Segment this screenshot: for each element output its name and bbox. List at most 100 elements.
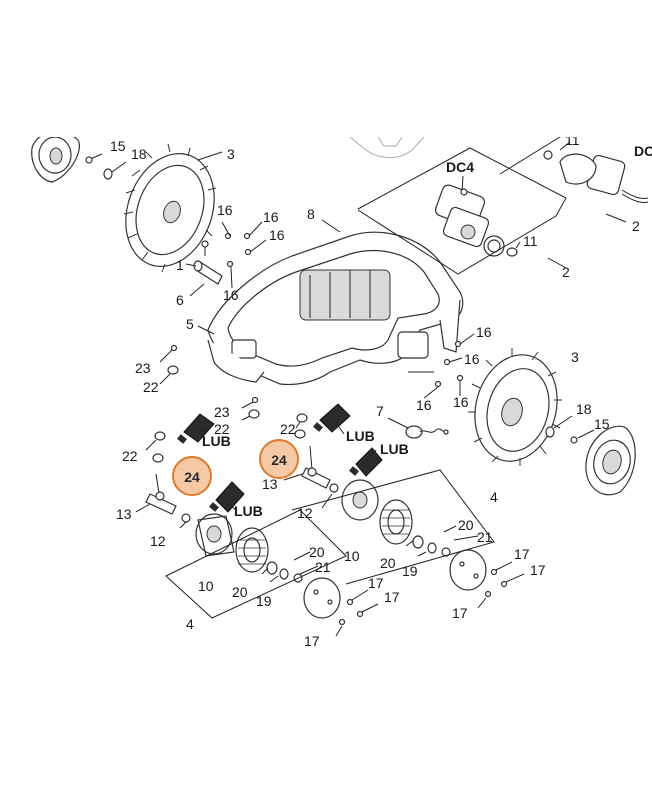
label-7: 7: [376, 403, 384, 419]
label-11: 11: [523, 233, 538, 249]
label-10: 10: [344, 548, 360, 564]
label-20: 20: [309, 544, 325, 560]
callout-24-center[interactable]: 24: [259, 439, 299, 479]
bolt-23-left: [159, 344, 178, 363]
label-22: 22: [122, 448, 138, 464]
label-16: 16: [223, 287, 239, 303]
washer-18-top: [103, 161, 127, 180]
label-15: 15: [594, 416, 610, 432]
label-15: 15: [110, 138, 126, 154]
assembly-outline-left: [165, 509, 347, 619]
bearing-set-right: [412, 535, 451, 557]
caster-housing-left: [195, 513, 235, 557]
label-20: 20: [232, 584, 248, 600]
gasket-11: [483, 235, 521, 257]
label-4: 4: [490, 489, 498, 505]
label-18: 18: [131, 146, 147, 162]
label-16: 16: [217, 202, 233, 218]
lub-tube-2: [313, 403, 351, 433]
screw-small-left: [201, 240, 209, 256]
label-13: 13: [262, 476, 278, 492]
top-margin: [0, 0, 652, 137]
caster-wheel-right: [379, 499, 413, 545]
sensor-7: [387, 417, 449, 439]
drive-wheel-right: [468, 348, 562, 466]
nut-22-mid: [241, 409, 260, 421]
label-20: 20: [458, 517, 474, 533]
bearing-set-left: [266, 561, 303, 583]
label-22: 22: [214, 421, 230, 437]
caster-cover-right: [449, 549, 487, 591]
label-5: 5: [186, 316, 194, 332]
nut-22-left: [159, 365, 179, 385]
bottom-margin: [0, 663, 652, 800]
chassis-body: [207, 231, 464, 386]
caster-wheel-left: [235, 527, 269, 573]
label-16: 16: [263, 209, 279, 225]
label-lub: LUB: [202, 433, 231, 449]
label-16: 16: [464, 351, 480, 367]
label-8: 8: [307, 206, 315, 222]
label-3: 3: [571, 349, 579, 365]
lub-tube-3: [349, 447, 383, 477]
label-12: 12: [297, 505, 313, 521]
label-18: 18: [576, 401, 592, 417]
callout-24-left-text: 24: [184, 469, 200, 485]
label-17: 17: [452, 605, 468, 621]
pivot-arm-13-center: [283, 445, 339, 509]
washer-18-right: [545, 415, 573, 438]
screws-16-group: [221, 221, 267, 289]
caster-cover-left: [303, 577, 341, 619]
drive-wheel-left: [123, 143, 217, 273]
motor-bracket: [357, 147, 567, 275]
bolt-23-mid: [241, 396, 259, 409]
label-17: 17: [530, 562, 546, 578]
screws-16-right: [423, 333, 475, 399]
label-dc: DC: [634, 143, 652, 159]
label-16: 16: [416, 397, 432, 413]
label-19: 19: [402, 563, 418, 579]
nut-22-center: [294, 413, 308, 439]
lub-tube-1: [177, 413, 215, 444]
caster-housing-right: [341, 479, 379, 521]
assembly-outline-right: [291, 469, 495, 585]
label-10: 10: [198, 578, 214, 594]
part-labels: 15 18 3 16 16 16 8 1 6 16 5 23 22 11 DC4…: [110, 132, 652, 649]
label-13: 13: [116, 506, 132, 522]
label-17: 17: [304, 633, 320, 649]
callout-24-left[interactable]: 24: [172, 456, 212, 496]
lub-tube-4: [209, 481, 245, 513]
label-3: 3: [227, 146, 235, 162]
label-17: 17: [384, 589, 400, 605]
axle-pin-1: [185, 260, 223, 285]
label-17: 17: [514, 546, 530, 562]
label-21: 21: [477, 529, 493, 545]
label-19: 19: [256, 593, 272, 609]
label-16: 16: [476, 324, 492, 340]
screw-15-right: [570, 429, 595, 444]
hub-cap-top-left: [31, 131, 80, 183]
label-4: 4: [186, 616, 194, 632]
screw-12-left: [179, 513, 191, 529]
label-6: 6: [176, 292, 184, 308]
label-lub: LUB: [346, 428, 375, 444]
label-2: 2: [632, 218, 640, 234]
motor-dc4: [434, 175, 490, 248]
label-16: 16: [453, 394, 469, 410]
label-22: 22: [143, 379, 159, 395]
label-17: 17: [368, 575, 384, 591]
label-16: 16: [269, 227, 285, 243]
callout-24-center-text: 24: [271, 452, 287, 468]
label-lub: LUB: [234, 503, 263, 519]
pivot-arm-13-left: [135, 473, 191, 529]
label-22: 22: [280, 421, 296, 437]
cropped-top-parts: [349, 136, 425, 158]
label-lub: LUB: [380, 441, 409, 457]
label-20: 20: [380, 555, 396, 571]
label-1: 1: [176, 257, 184, 273]
screw-15-top: [85, 153, 103, 164]
label-23: 23: [214, 404, 230, 420]
label-2: 2: [562, 264, 570, 280]
label-12: 12: [150, 533, 166, 549]
